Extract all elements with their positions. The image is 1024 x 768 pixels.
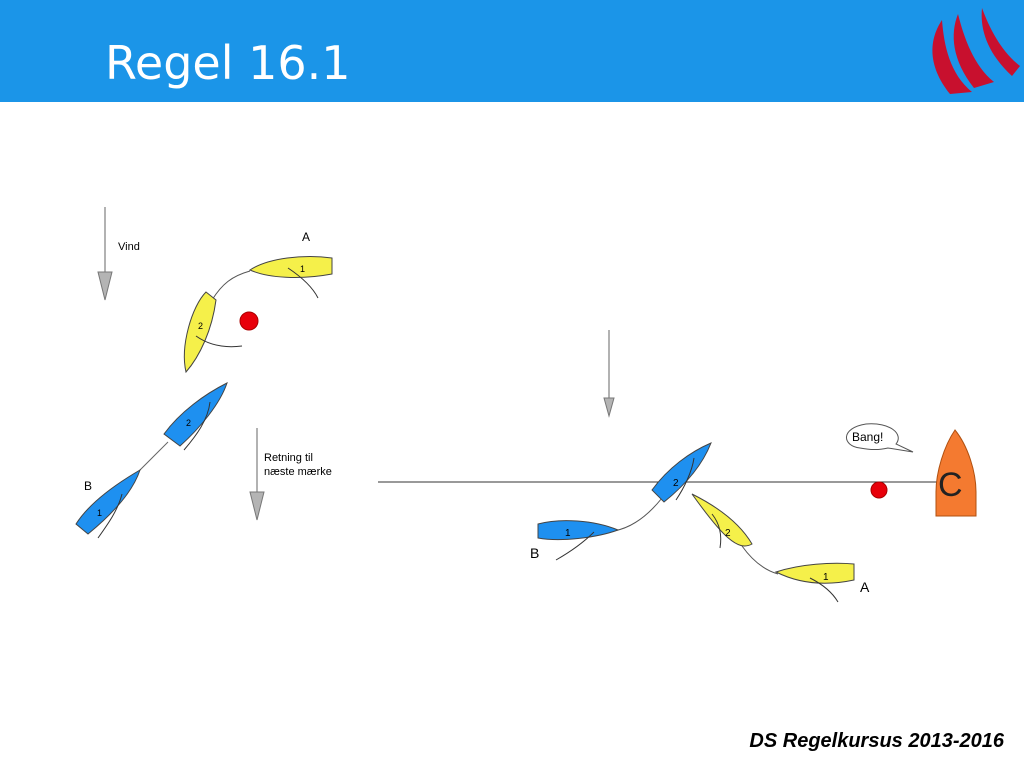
boat-a-label: A bbox=[302, 230, 310, 244]
footer-text: DS Regelkursus 2013-2016 bbox=[749, 730, 1004, 752]
yellow-boat-2: 2 bbox=[183, 291, 243, 374]
slide-header bbox=[0, 0, 1024, 102]
boat-b-label-right: B bbox=[530, 545, 539, 561]
speech-bubble: Bang! bbox=[846, 423, 914, 453]
wind-arrow bbox=[97, 207, 113, 301]
yellow-boat-2-right: 2 bbox=[691, 493, 753, 549]
yellow-boat-1: 1 bbox=[248, 256, 333, 299]
mark bbox=[239, 311, 259, 331]
boat-number: 1 bbox=[97, 508, 102, 518]
blue-boat-2: 2 bbox=[163, 382, 228, 451]
blue-boat-1-right: 1 bbox=[537, 520, 620, 561]
wind-arrow-right bbox=[603, 330, 615, 418]
right-scenario: Bang! C 2 1 B 2 bbox=[378, 330, 977, 603]
boat-number: 2 bbox=[725, 528, 731, 539]
direction-label: Retning til bbox=[264, 452, 313, 464]
blue-boat-2-right: 2 bbox=[651, 442, 712, 503]
boat-number: 2 bbox=[673, 478, 679, 489]
boat-number: 1 bbox=[823, 572, 829, 583]
speech-text: Bang! bbox=[852, 430, 883, 444]
boat-number: 2 bbox=[198, 321, 203, 331]
direction-label-2: næste mærke bbox=[264, 466, 332, 478]
yellow-boat-1-right: 1 bbox=[774, 562, 855, 603]
wind-label: Vind bbox=[118, 241, 140, 253]
left-scenario: Vind A 1 2 2 1 B bbox=[75, 207, 333, 539]
pin-mark bbox=[870, 481, 888, 499]
boat-number: 2 bbox=[186, 418, 191, 428]
sailing-logo bbox=[932, 8, 1020, 94]
page-title: Regel 16.1 bbox=[105, 36, 351, 90]
boat-b-label: B bbox=[84, 479, 92, 493]
blue-boat-1: 1 bbox=[75, 468, 141, 539]
boat-number: 1 bbox=[300, 264, 305, 274]
boat-a-label-right: A bbox=[860, 579, 870, 595]
committee-letter: C bbox=[938, 466, 963, 504]
committee-boat: C bbox=[935, 429, 977, 517]
direction-arrow bbox=[249, 428, 265, 521]
boat-number: 1 bbox=[565, 528, 571, 539]
